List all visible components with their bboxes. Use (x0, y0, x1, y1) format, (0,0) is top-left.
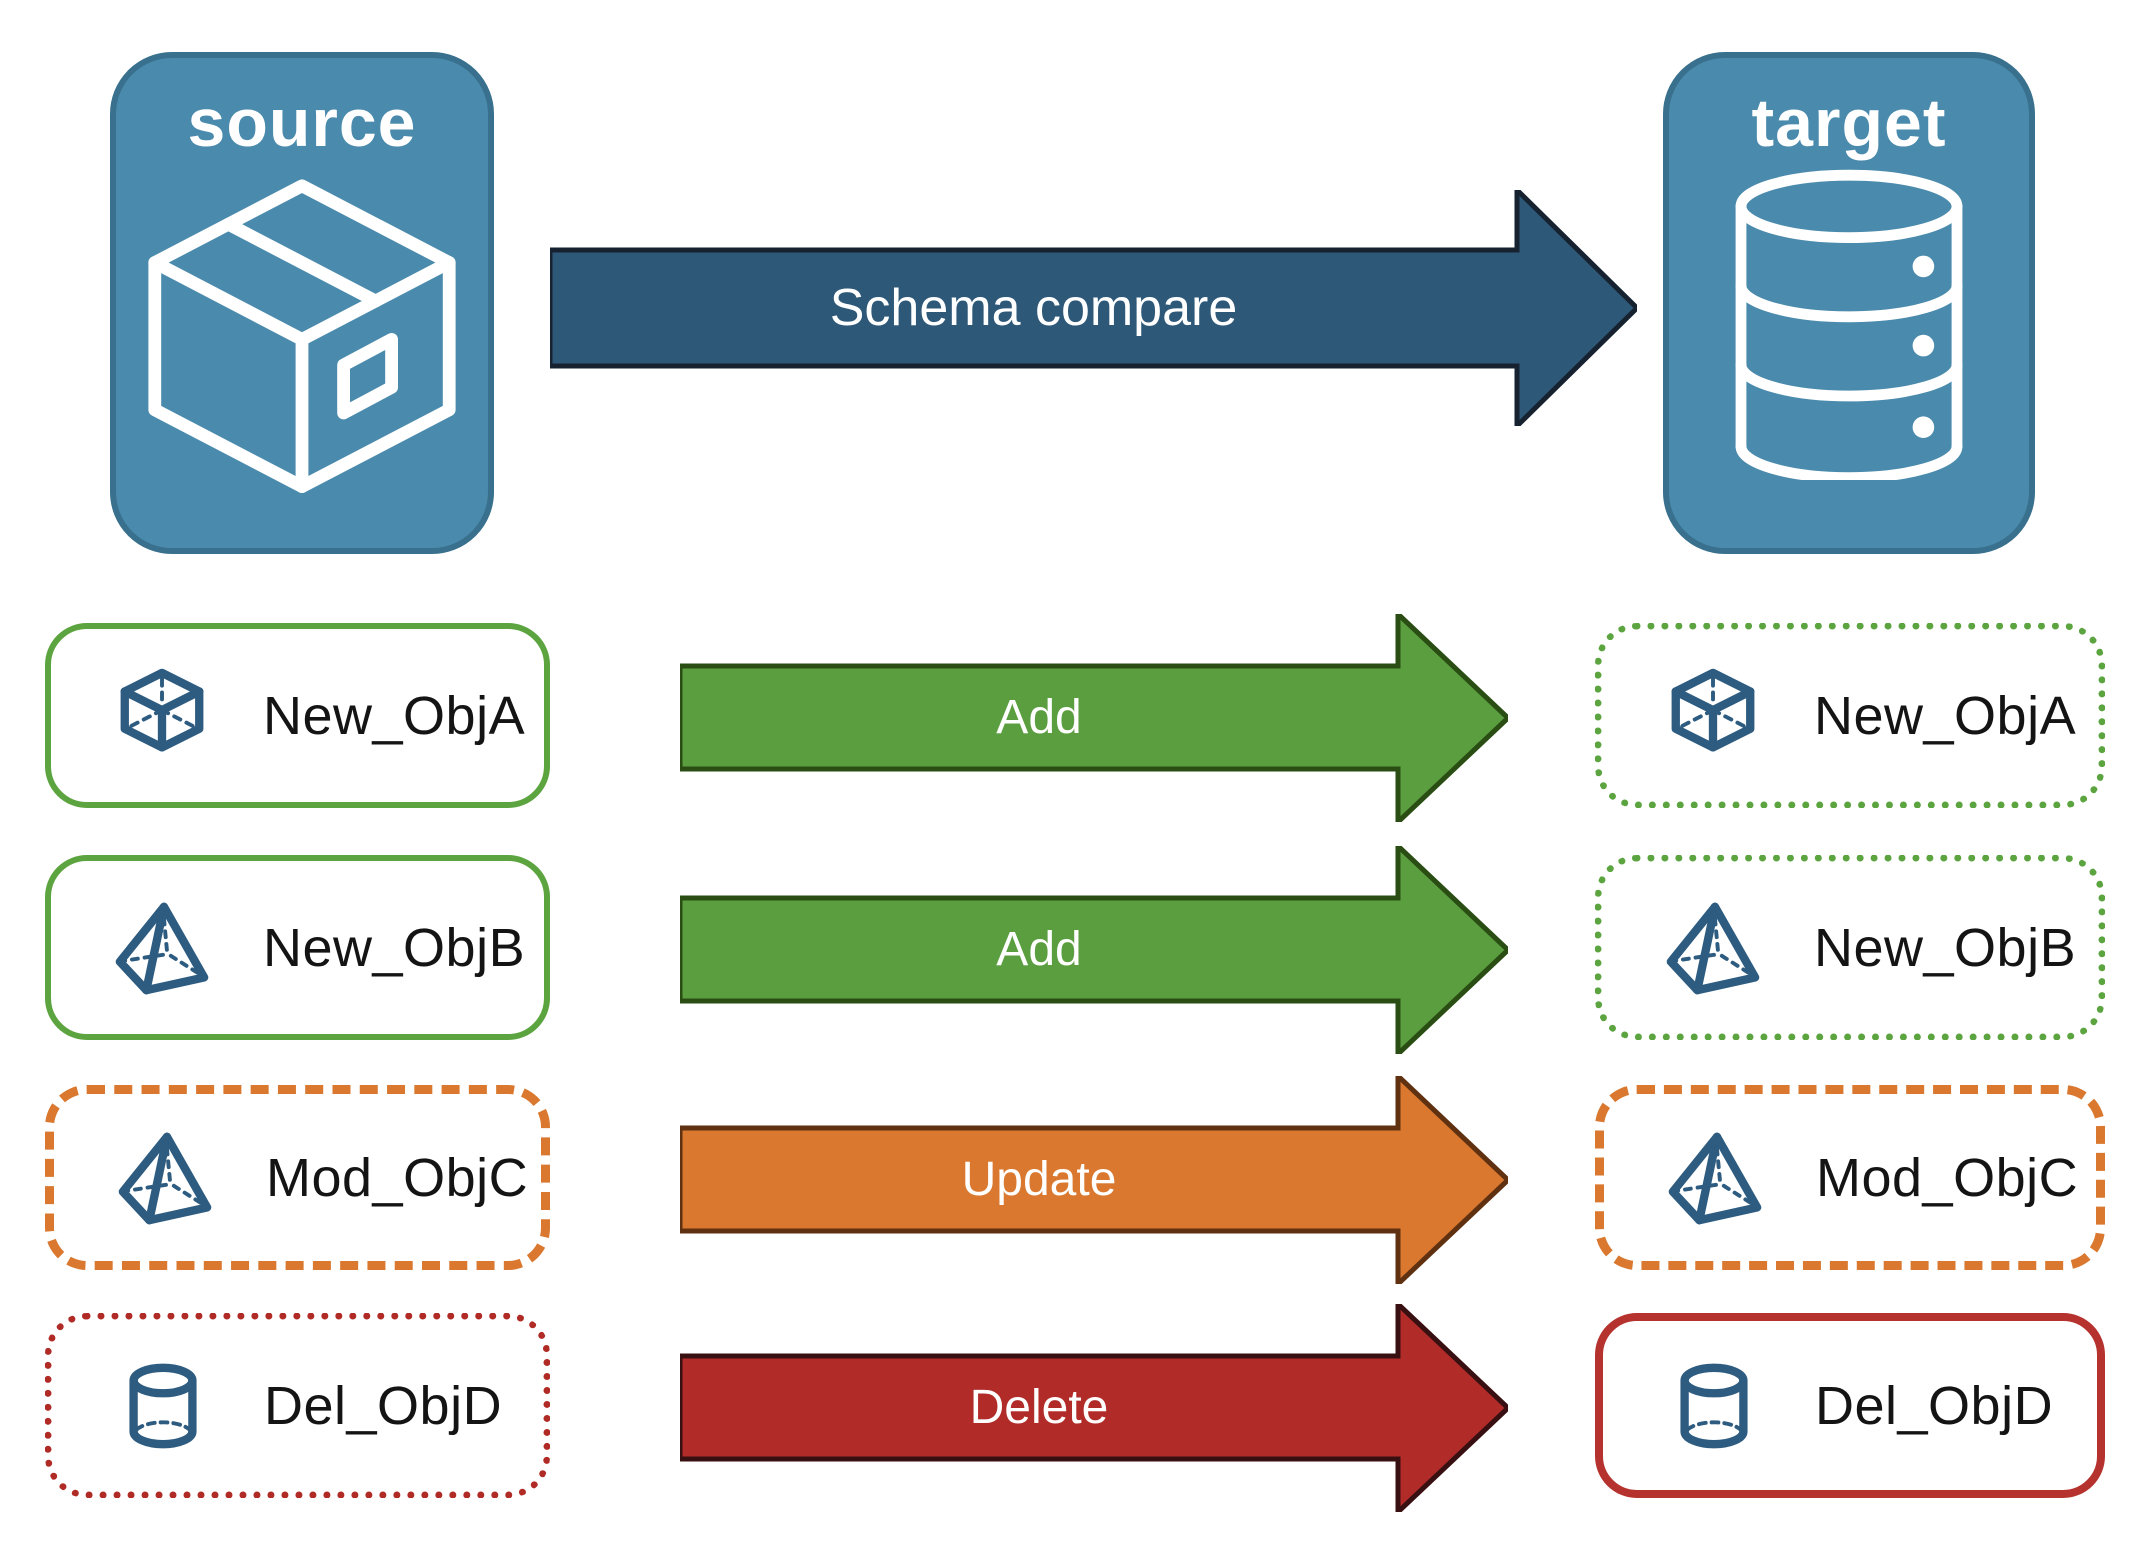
source-title: source (187, 85, 417, 161)
target-object-box-mod-objc: Mod_ObjC (1595, 1085, 2105, 1270)
object-label: Del_ObjD (1815, 1375, 2054, 1436)
target-node: target (1663, 52, 2035, 554)
object-label: New_ObjA (1814, 685, 2077, 746)
add-arrow-label: Add (996, 691, 1082, 744)
update-arrow (680, 1076, 1508, 1284)
package-icon (148, 179, 456, 493)
source-node: source (110, 52, 494, 554)
object-label: New_ObjB (1814, 917, 2077, 978)
pyramid-icon (1668, 1132, 1762, 1224)
target-title: target (1751, 85, 1947, 161)
object-label: New_ObjB (263, 917, 526, 978)
cylinder-icon (129, 1363, 197, 1448)
schema-compare-arrow (550, 190, 1637, 426)
pyramid-icon (118, 1132, 212, 1224)
schema-compare-label: Schema compare (829, 279, 1238, 337)
source-object-box-del-objd: Del_ObjD (45, 1313, 550, 1498)
pyramid-icon (115, 902, 209, 994)
target-object-box-new-obja: New_ObjA (1595, 623, 2105, 808)
object-label: New_ObjA (263, 685, 526, 746)
cube-icon (120, 668, 204, 752)
delete-arrow (680, 1304, 1508, 1512)
add-arrow (680, 614, 1508, 822)
target-object-box-new-objb: New_ObjB (1595, 855, 2105, 1040)
add-arrow (680, 846, 1508, 1054)
cube-icon (1671, 668, 1755, 752)
object-label: Del_ObjD (264, 1375, 503, 1436)
target-object-box-del-objd: Del_ObjD (1595, 1313, 2105, 1498)
cylinder-icon (1680, 1363, 1748, 1448)
update-arrow-label: Update (961, 1153, 1117, 1206)
source-object-box-new-objb: New_ObjB (45, 855, 550, 1040)
database-icon (1735, 169, 1963, 480)
object-label: Mod_ObjC (266, 1147, 529, 1208)
delete-arrow-label: Delete (969, 1381, 1109, 1434)
pyramid-icon (1666, 902, 1760, 994)
add-arrow-label: Add (996, 923, 1082, 976)
object-label: Mod_ObjC (1816, 1147, 2079, 1208)
source-object-box-mod-objc: Mod_ObjC (45, 1085, 550, 1270)
source-object-box-new-obja: New_ObjA (45, 623, 550, 808)
